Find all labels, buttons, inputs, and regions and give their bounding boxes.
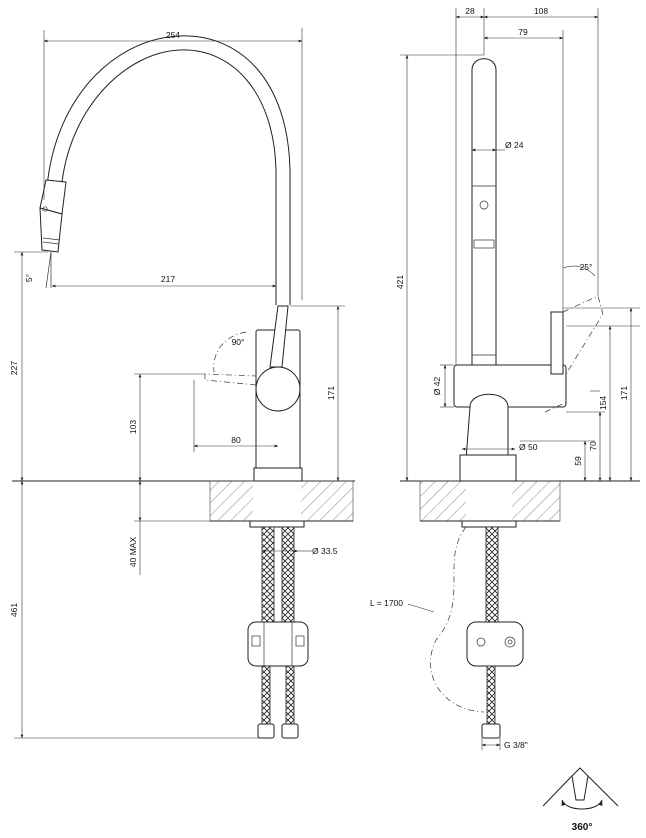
dim-spout-diameter: Ø 24 bbox=[505, 140, 524, 150]
dim-154: 154 bbox=[598, 396, 608, 410]
base-ring bbox=[253, 467, 303, 482]
dim-thread: G 3/8" bbox=[504, 740, 528, 750]
dim-lever-angle: 90° bbox=[232, 337, 245, 347]
dim-height-total: 227 bbox=[9, 361, 19, 375]
dim-body-diameter: Ø 42 bbox=[432, 377, 442, 396]
dim-top-width: 108 bbox=[534, 6, 548, 16]
connector-block bbox=[247, 621, 309, 667]
dim-reach: 217 bbox=[161, 274, 175, 284]
spout bbox=[42, 35, 291, 305]
dim-base-diameter: Ø 50 bbox=[519, 442, 538, 452]
dim-lever-angle-right: 25° bbox=[580, 262, 593, 272]
rotation-icon: 360° bbox=[542, 767, 619, 833]
dim-hole-diameter: Ø 33.5 bbox=[312, 546, 338, 556]
lever-handle bbox=[269, 305, 289, 368]
dim-deck-thickness: 40 MAX bbox=[128, 537, 138, 568]
dim-width-total: 254 bbox=[166, 30, 180, 40]
hose-nut-side bbox=[481, 723, 501, 739]
left-view: 254 217 5° 90° 227 103 80 171 40 MAX 461 bbox=[9, 28, 355, 739]
lever-hub bbox=[255, 366, 301, 412]
right-view: 28 108 79 Ø 24 421 25° Ø 42 Ø 50 154 171… bbox=[370, 6, 640, 750]
spout-side bbox=[471, 58, 497, 373]
hose-nut-left bbox=[257, 723, 275, 739]
dim-70: 70 bbox=[588, 441, 598, 451]
rotation-label: 360° bbox=[572, 822, 593, 833]
hose-side bbox=[485, 526, 499, 623]
dim-171-right: 171 bbox=[619, 386, 629, 400]
base-side bbox=[459, 454, 517, 482]
dim-top-inner: 79 bbox=[518, 27, 528, 37]
hose-right bbox=[281, 526, 295, 623]
dim-hose-length: 461 bbox=[9, 603, 19, 617]
dim-tilt-angle: 5° bbox=[24, 274, 34, 282]
hose-nut-right bbox=[281, 723, 299, 739]
dim-lever-reach: 80 bbox=[231, 435, 241, 445]
lever-side bbox=[550, 311, 564, 375]
dim-body-height: 171 bbox=[326, 386, 336, 400]
dim-height-total-right: 421 bbox=[395, 275, 405, 289]
dim-top-offset: 28 bbox=[465, 6, 475, 16]
dim-hose-length-right: L = 1700 bbox=[370, 598, 403, 608]
hose-left bbox=[261, 526, 275, 623]
dim-lever-height: 103 bbox=[128, 420, 138, 434]
dim-59: 59 bbox=[573, 456, 583, 466]
fixing-plate bbox=[249, 520, 305, 528]
mixer-body-side bbox=[453, 364, 567, 408]
